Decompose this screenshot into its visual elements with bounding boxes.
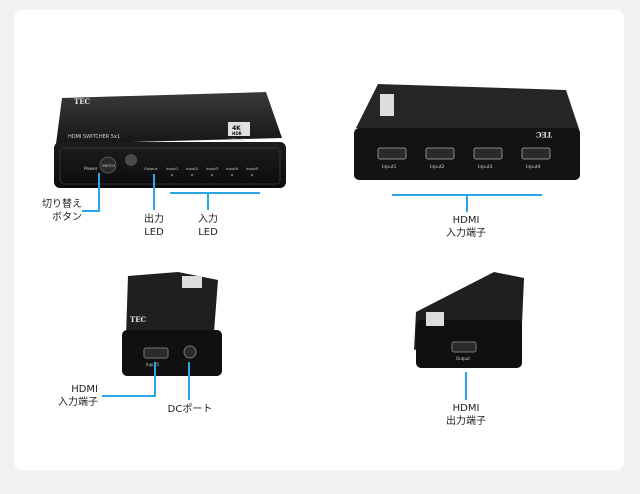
front-input-label: Input5 [246,166,259,171]
front-input-label: Input2 [186,166,199,171]
callout-line-dc [188,362,190,400]
front-input-label: Input4 [226,166,239,171]
back-input-label: Input4 [526,164,541,170]
callout-hdmi-out-line2: 出力端子 [446,416,486,427]
callout-output-line2: LED [144,227,164,238]
badge-4k-hdr [228,122,250,136]
badge-ultra-text: ULTRA HD [228,138,246,142]
device-front-view: TEC HDMI SWITCHER 5x1 4K HDR ULTRA HD Po… [54,92,286,188]
callout-hdmi-back-line2: 入力端子 [446,228,486,239]
input-led [230,173,234,177]
brand-logo-side: TEC [130,315,147,324]
switch-label: SWITCH [102,164,115,168]
callout-hdmi-side-line1: HDMI [71,384,98,395]
callout-hdmi-side-line2: 入力端子 [58,397,98,408]
back-input-label: Input2 [430,164,445,170]
front-input-label: Input1 [166,166,179,171]
callout-line-hdmi-back [466,194,468,212]
callout-hdmi-input-back: HDMI 入力端子 [436,214,496,240]
device-side-view: TEC Input5 [122,272,222,376]
callout-line-switch-h [82,210,100,212]
back-input-label: Input3 [478,164,493,170]
callout-switch-line2: ボタン [52,212,82,223]
input-led [190,173,194,177]
hdmi-port-back [425,147,455,160]
callout-dc-line1: DCポート [167,404,213,415]
callout-line-hdmi-side-h [102,395,156,397]
callout-line-hdmi-output [465,372,467,400]
input-led [170,173,174,177]
device-output-view: Output [414,272,524,368]
ir-sensor [125,154,137,166]
callout-switch-button: 切り替え ボタン [36,198,82,224]
brand-logo-back: TEC [535,130,552,139]
model-name: HDMI SWITCHER 5x1 [68,134,120,140]
power-label: Power [84,166,98,172]
output-led-label: Output [144,166,158,171]
hdmi-port-back [521,147,551,160]
callout-dc-port: DCポート [160,403,220,416]
callout-input-led: 入力 LED [188,213,228,239]
hdmi-port-output [451,341,477,353]
dc-port [183,345,197,359]
callout-line-input-led-h [170,192,260,194]
input-led [210,173,214,177]
hdmi-port-input5 [143,347,169,359]
callout-line-input-led [207,192,209,210]
output-label: Output [456,356,470,361]
front-input-label: Input3 [206,166,219,171]
hdmi-port-back [377,147,407,160]
callout-input-line1: 入力 [198,214,218,225]
callout-output-line1: 出力 [144,214,164,225]
brand-logo: TEC [74,97,91,106]
badge-4k-text: 4K [232,125,241,132]
switch-button[interactable] [99,156,117,174]
callout-input-line2: LED [198,227,218,238]
badge-hdr-text: HDR [232,131,242,136]
badge-4k-hdr-back [380,94,394,116]
back-input-label: Input1 [382,164,397,170]
callout-hdmi-input-side: HDMI 入力端子 [40,383,98,409]
callout-output-led: 出力 LED [134,213,174,239]
badge-output [426,312,444,326]
callout-line-hdmi-side [154,362,156,396]
badge-side [182,276,202,288]
input-led [250,173,254,177]
callout-hdmi-out-line1: HDMI [452,403,480,414]
device-back-view: TEC Input1 Input2 Input3 Input4 [354,84,580,180]
input5-label: Input5 [146,362,159,367]
product-card [14,10,624,470]
callout-hdmi-output: HDMI 出力端子 [436,402,496,428]
callout-line-switch [98,173,100,211]
callout-line-output-led [153,174,155,210]
callout-hdmi-back-line1: HDMI [452,215,480,226]
callout-switch-line1: 切り替え [42,199,82,210]
hdmi-port-back [473,147,503,160]
